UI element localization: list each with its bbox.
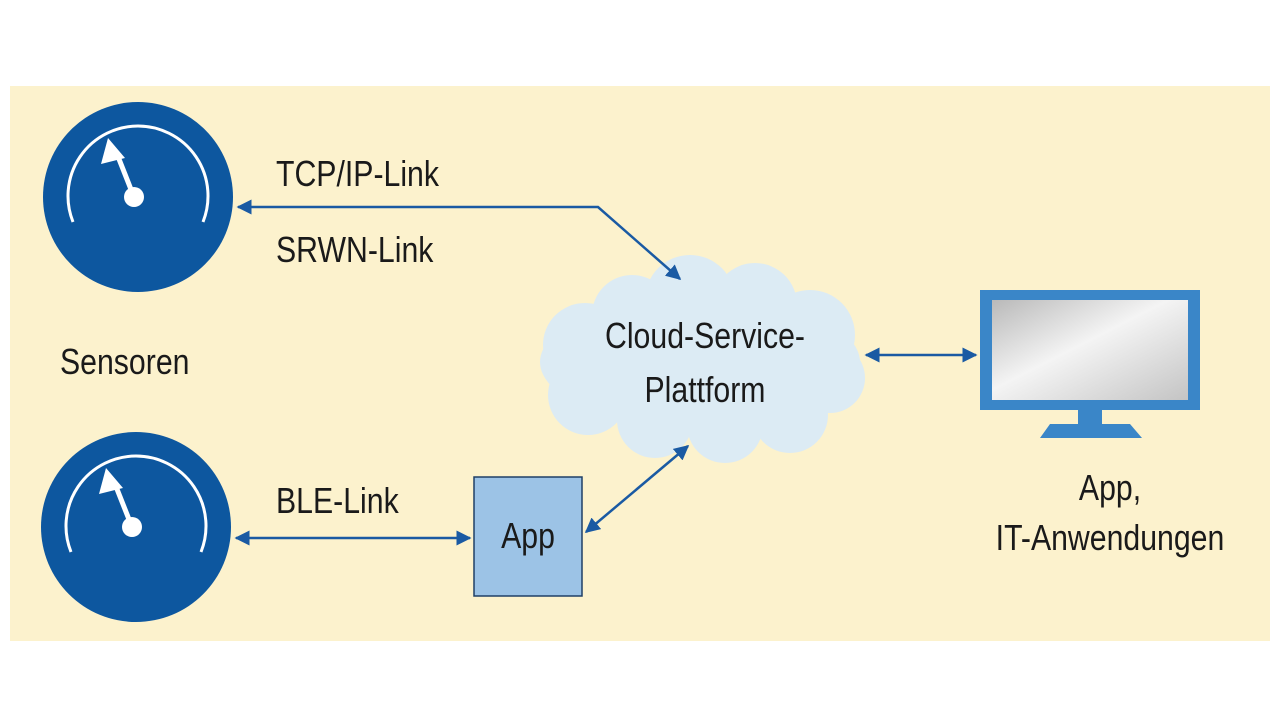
cloud-label-line2: Plattform [644, 369, 766, 410]
cloud-shape [540, 255, 865, 463]
monitor-label-line1: App, [1078, 467, 1142, 508]
sensor-gauge-bottom-icon [41, 432, 231, 622]
ble-link-label: BLE-Link [276, 480, 399, 521]
cloud-label-line1: Cloud-Service- [605, 315, 805, 356]
srwn-link-label: SRWN-Link [276, 229, 434, 270]
app-box-label: App [501, 515, 555, 556]
sensor-gauge-top-icon [43, 102, 233, 292]
sensors-label: Sensoren [60, 341, 190, 382]
monitor-icon [980, 290, 1200, 438]
app-box [473, 476, 583, 597]
arrow-tcp-srwn-link [236, 199, 682, 280]
monitor-label-line2: IT-Anwendungen [995, 517, 1225, 558]
arrow-app-to-cloud [584, 445, 690, 533]
tcp-ip-link-label: TCP/IP-Link [276, 153, 439, 194]
